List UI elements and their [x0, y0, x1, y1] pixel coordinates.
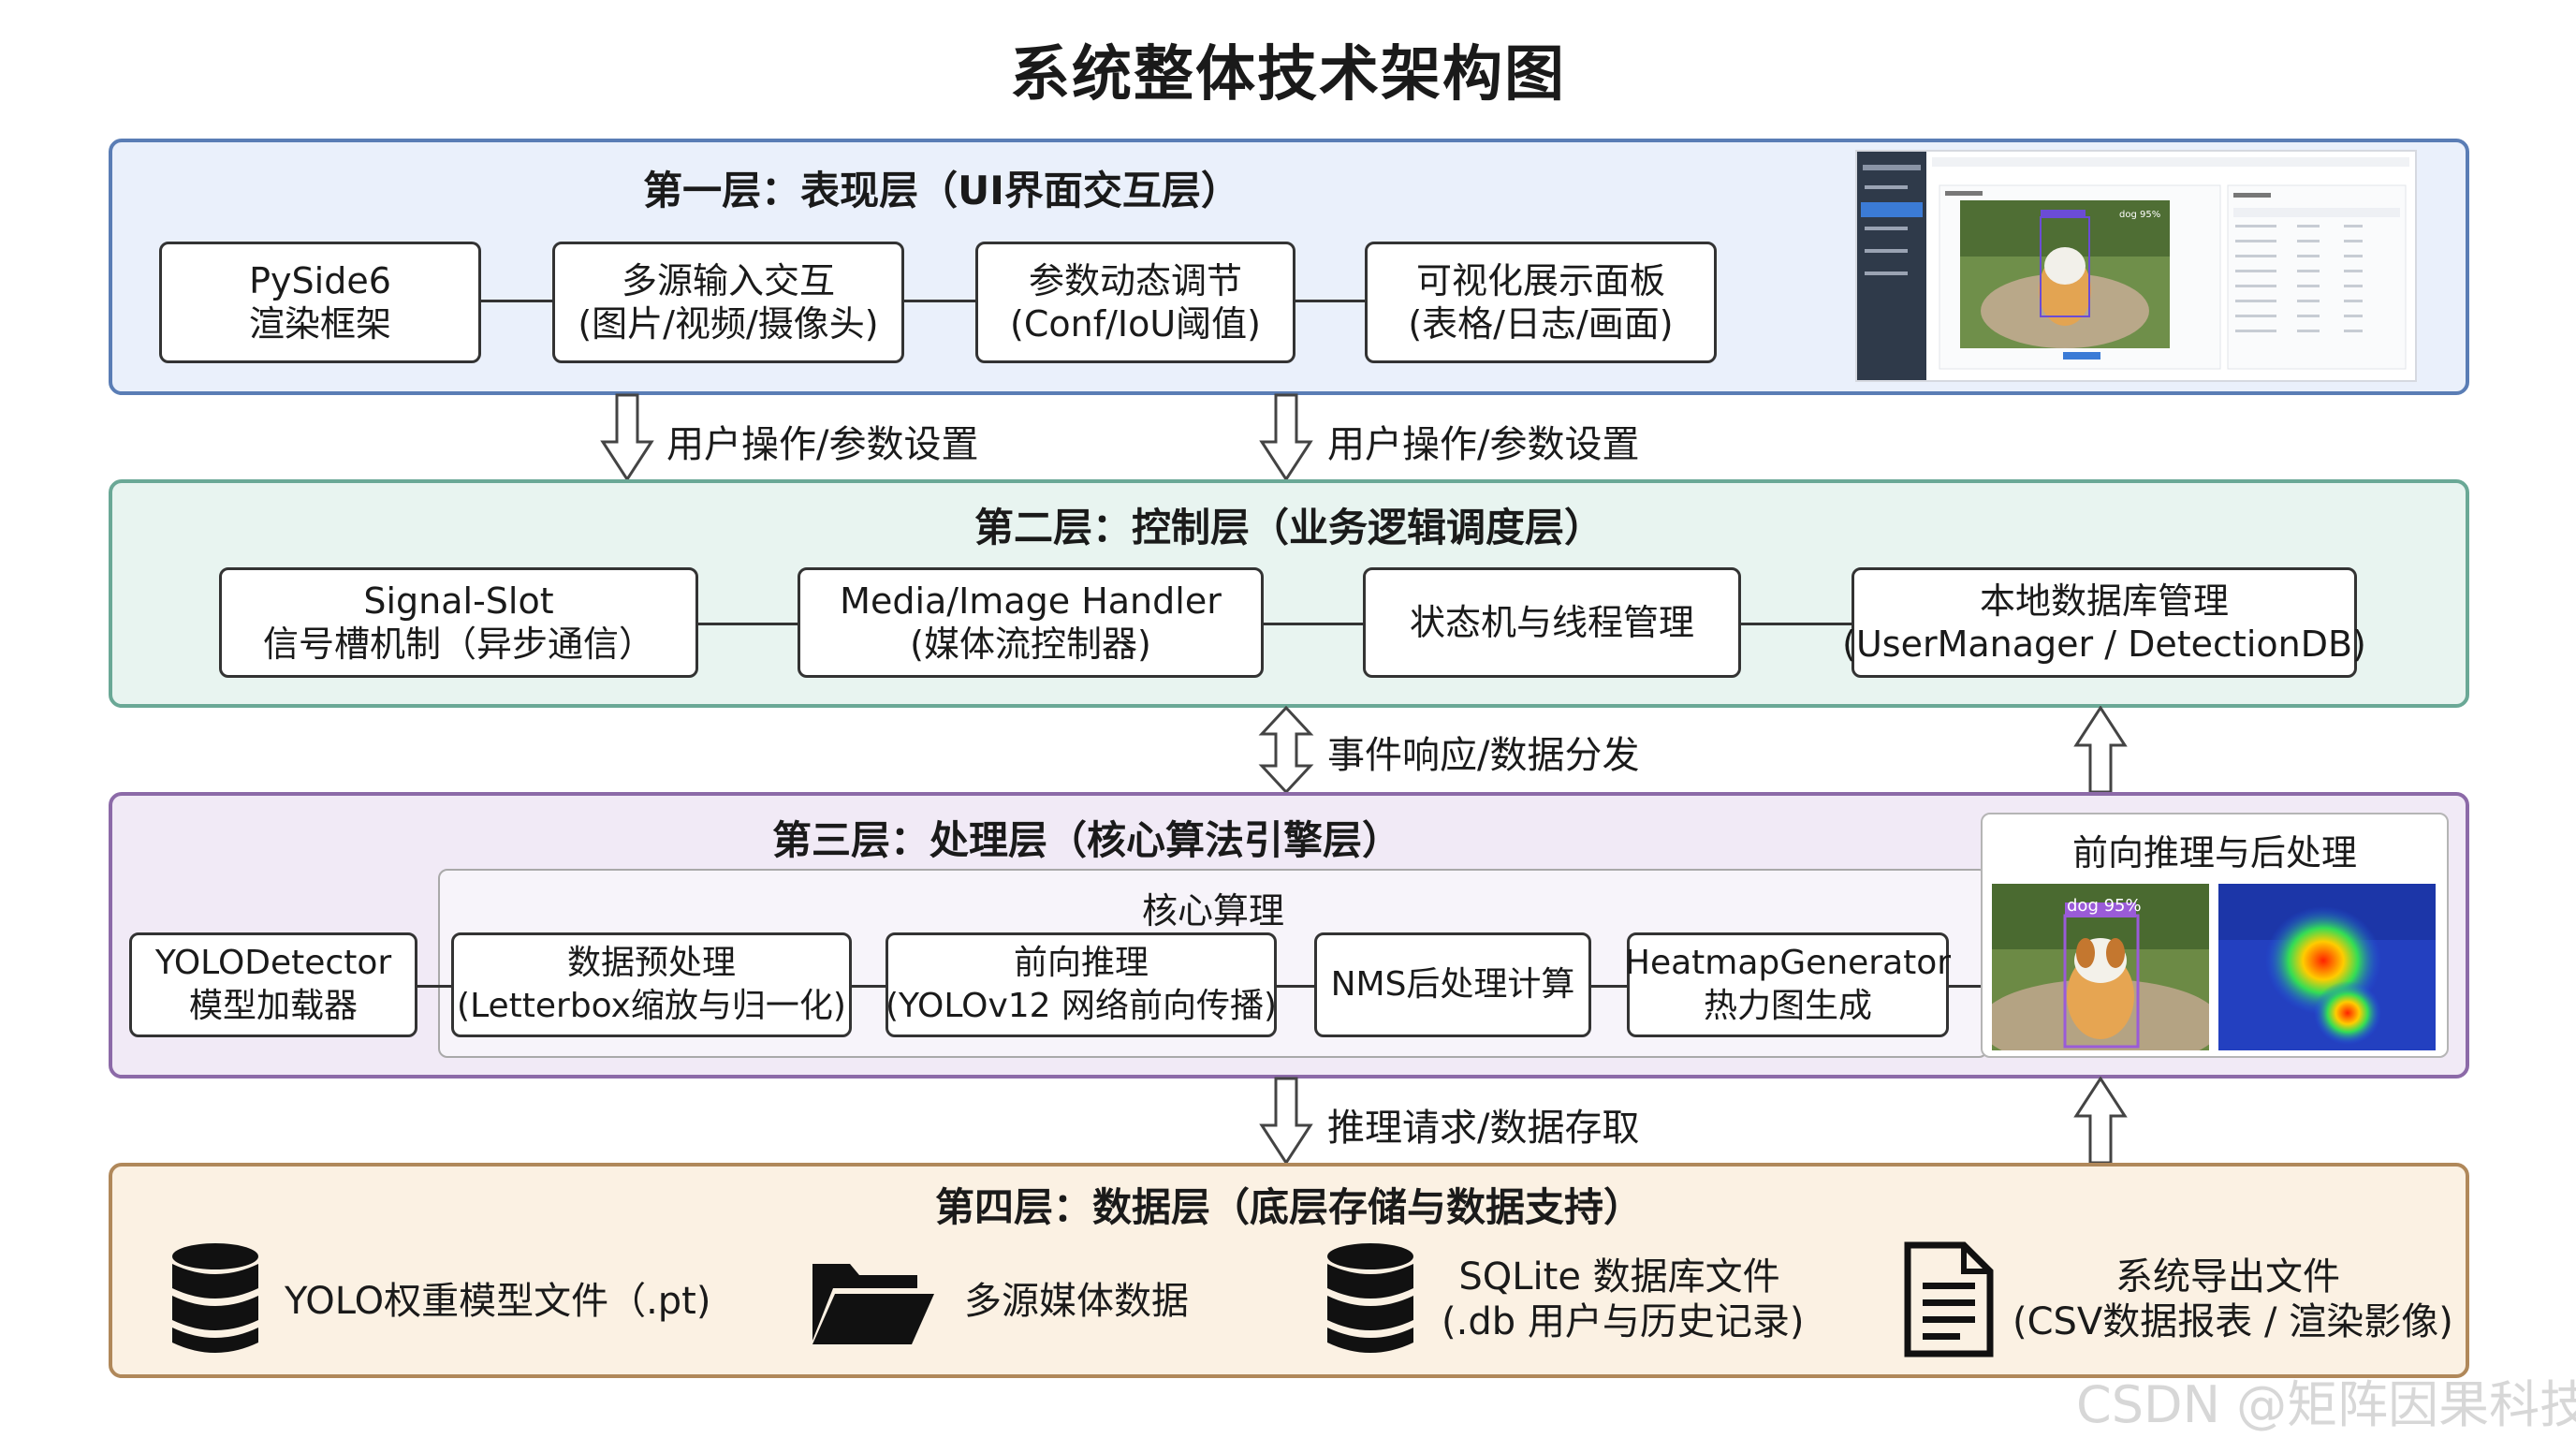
box-line2: 热力图生成: [1703, 987, 1872, 1025]
connector: [696, 623, 799, 625]
connector: [1275, 985, 1316, 988]
data-item-label: SQLite 数据库文件 (.db 用户与历史记录): [1442, 1255, 1805, 1344]
signal-slot-box: Signal-Slot 信号槽机制（异步通信）: [219, 567, 698, 678]
down-arrow-icon: [1259, 1077, 1313, 1166]
up-arrow-icon: [2073, 1077, 2128, 1165]
diagram-title: 系统整体技术架构图: [1010, 40, 1566, 110]
data-item-line2: (.db 用户与历史记录): [1442, 1300, 1805, 1343]
box-line1: Media/Image Handler: [840, 580, 1222, 622]
core-area-title: 核心算理: [1141, 890, 1284, 932]
connector: [902, 300, 977, 302]
box-line1: 状态机与线程管理: [1409, 602, 1694, 643]
data-item-line1: SQLite 数据库文件: [1458, 1255, 1780, 1299]
media-handler-box: Media/Image Handler (媒体流控制器): [798, 567, 1264, 678]
box-line2: (图片/视频/摄像头): [578, 303, 879, 345]
box-line1: 可视化展示面板: [1415, 260, 1665, 301]
detection-result-image: [1992, 884, 2209, 1050]
box-line1: HeatmapGenerator: [1624, 944, 1952, 982]
layer1-title: 第一层：表现层（UI界面交互层）: [643, 168, 1240, 213]
multi-source-input-box: 多源输入交互 (图片/视频/摄像头): [552, 242, 904, 363]
app-screenshot-graphic: [1857, 152, 2409, 380]
connector: [479, 300, 554, 302]
database-icon: [172, 1243, 258, 1353]
layer3-title: 第三层：处理层（核心算法引擎层）: [771, 817, 1401, 863]
heatmap-image: [2218, 884, 2436, 1050]
box-line2: (表格/日志/画面): [1408, 303, 1674, 345]
screenshot-detect-label: dog 95%: [2119, 210, 2161, 220]
box-line2: (YOLOv12 网络前向传播): [885, 987, 1278, 1025]
app-screenshot: dog 95%: [1855, 150, 2417, 382]
box-line1: YOLODetector: [154, 944, 392, 982]
box-line1: 前向推理: [1013, 944, 1149, 982]
down-arrow-icon: [1259, 393, 1313, 482]
box-line2: 渲染框架: [248, 303, 391, 345]
box-line2: (媒体流控制器): [910, 624, 1151, 665]
box-line1: PySide6: [249, 260, 391, 301]
connector: [1589, 985, 1629, 988]
box-line1: 数据预处理: [566, 944, 736, 982]
pyside6-box: PySide6 渲染框架: [159, 242, 481, 363]
box-line2: (UserManager / DetectionDB): [1842, 624, 2366, 665]
state-machine-box: 状态机与线程管理: [1363, 567, 1741, 678]
heatmap-generator-box: HeatmapGenerator 热力图生成: [1624, 932, 1952, 1037]
box-line2: (Conf/IoU阈值): [1010, 303, 1261, 345]
data-item-line2: (CSV数据报表 / 渲染影像): [2012, 1300, 2453, 1343]
layer2-title: 第二层：控制层（业务逻辑调度层）: [973, 505, 1603, 550]
box-line2: 信号槽机制（异步通信）: [262, 624, 654, 665]
nms-box: NMS后处理计算: [1314, 932, 1591, 1037]
connector: [1739, 623, 1853, 625]
database-icon: [1327, 1243, 1413, 1353]
data-item-label: 系统导出文件 (CSV数据报表 / 渲染影像): [2012, 1255, 2453, 1344]
visual-panel-box: 可视化展示面板 (表格/日志/画面): [1365, 242, 1717, 363]
connector: [850, 985, 887, 988]
param-tuning-box: 参数动态调节 (Conf/IoU阈值): [975, 242, 1295, 363]
box-line1: NMS后处理计算: [1330, 965, 1575, 1004]
connector: [416, 985, 453, 988]
down-arrow-icon: [600, 393, 654, 482]
box-line2: (Letterbox缩放与归一化): [457, 987, 846, 1025]
watermark: CSDN @矩阵因果科技: [2076, 1375, 2576, 1434]
box-line1: 多源输入交互: [621, 260, 835, 301]
up-arrow-icon: [2073, 706, 2128, 794]
arrow-label: 用户操作/参数设置: [1327, 423, 1640, 466]
connector: [1262, 623, 1365, 625]
folder-icon: [812, 1264, 934, 1344]
layer-data: [109, 1163, 2469, 1378]
arrow-label: 事件响应/数据分发: [1327, 734, 1640, 777]
detection-label: dog 95%: [2067, 896, 2142, 916]
preprocess-box: 数据预处理 (Letterbox缩放与归一化): [451, 932, 852, 1037]
data-item-label: YOLO权重模型文件（.pt): [285, 1280, 711, 1323]
connector: [1294, 300, 1367, 302]
postprocess-title: 前向推理与后处理: [2071, 832, 2357, 873]
forward-inference-box: 前向推理 (YOLOv12 网络前向传播): [886, 932, 1277, 1037]
data-item-label: 多源媒体数据: [964, 1280, 1189, 1323]
layer4-title: 第四层：数据层（底层存储与数据支持）: [934, 1184, 1643, 1230]
local-db-manager-box: 本地数据库管理 (UserManager / DetectionDB): [1842, 567, 2366, 678]
box-line1: 参数动态调节: [1028, 260, 1242, 301]
box-line1: 本地数据库管理: [1979, 580, 2229, 622]
box-line1: Signal-Slot: [363, 580, 554, 622]
arrow-label: 用户操作/参数设置: [666, 423, 979, 466]
double-arrow-icon: [1258, 706, 1314, 794]
connector: [1947, 985, 1984, 988]
document-icon: [1904, 1241, 1994, 1357]
data-item-line1: 系统导出文件: [2115, 1255, 2340, 1299]
yolo-detector-box: YOLODetector 模型加载器: [129, 932, 417, 1037]
arrow-label: 推理请求/数据存取: [1327, 1107, 1640, 1150]
box-line2: 模型加载器: [188, 987, 358, 1025]
